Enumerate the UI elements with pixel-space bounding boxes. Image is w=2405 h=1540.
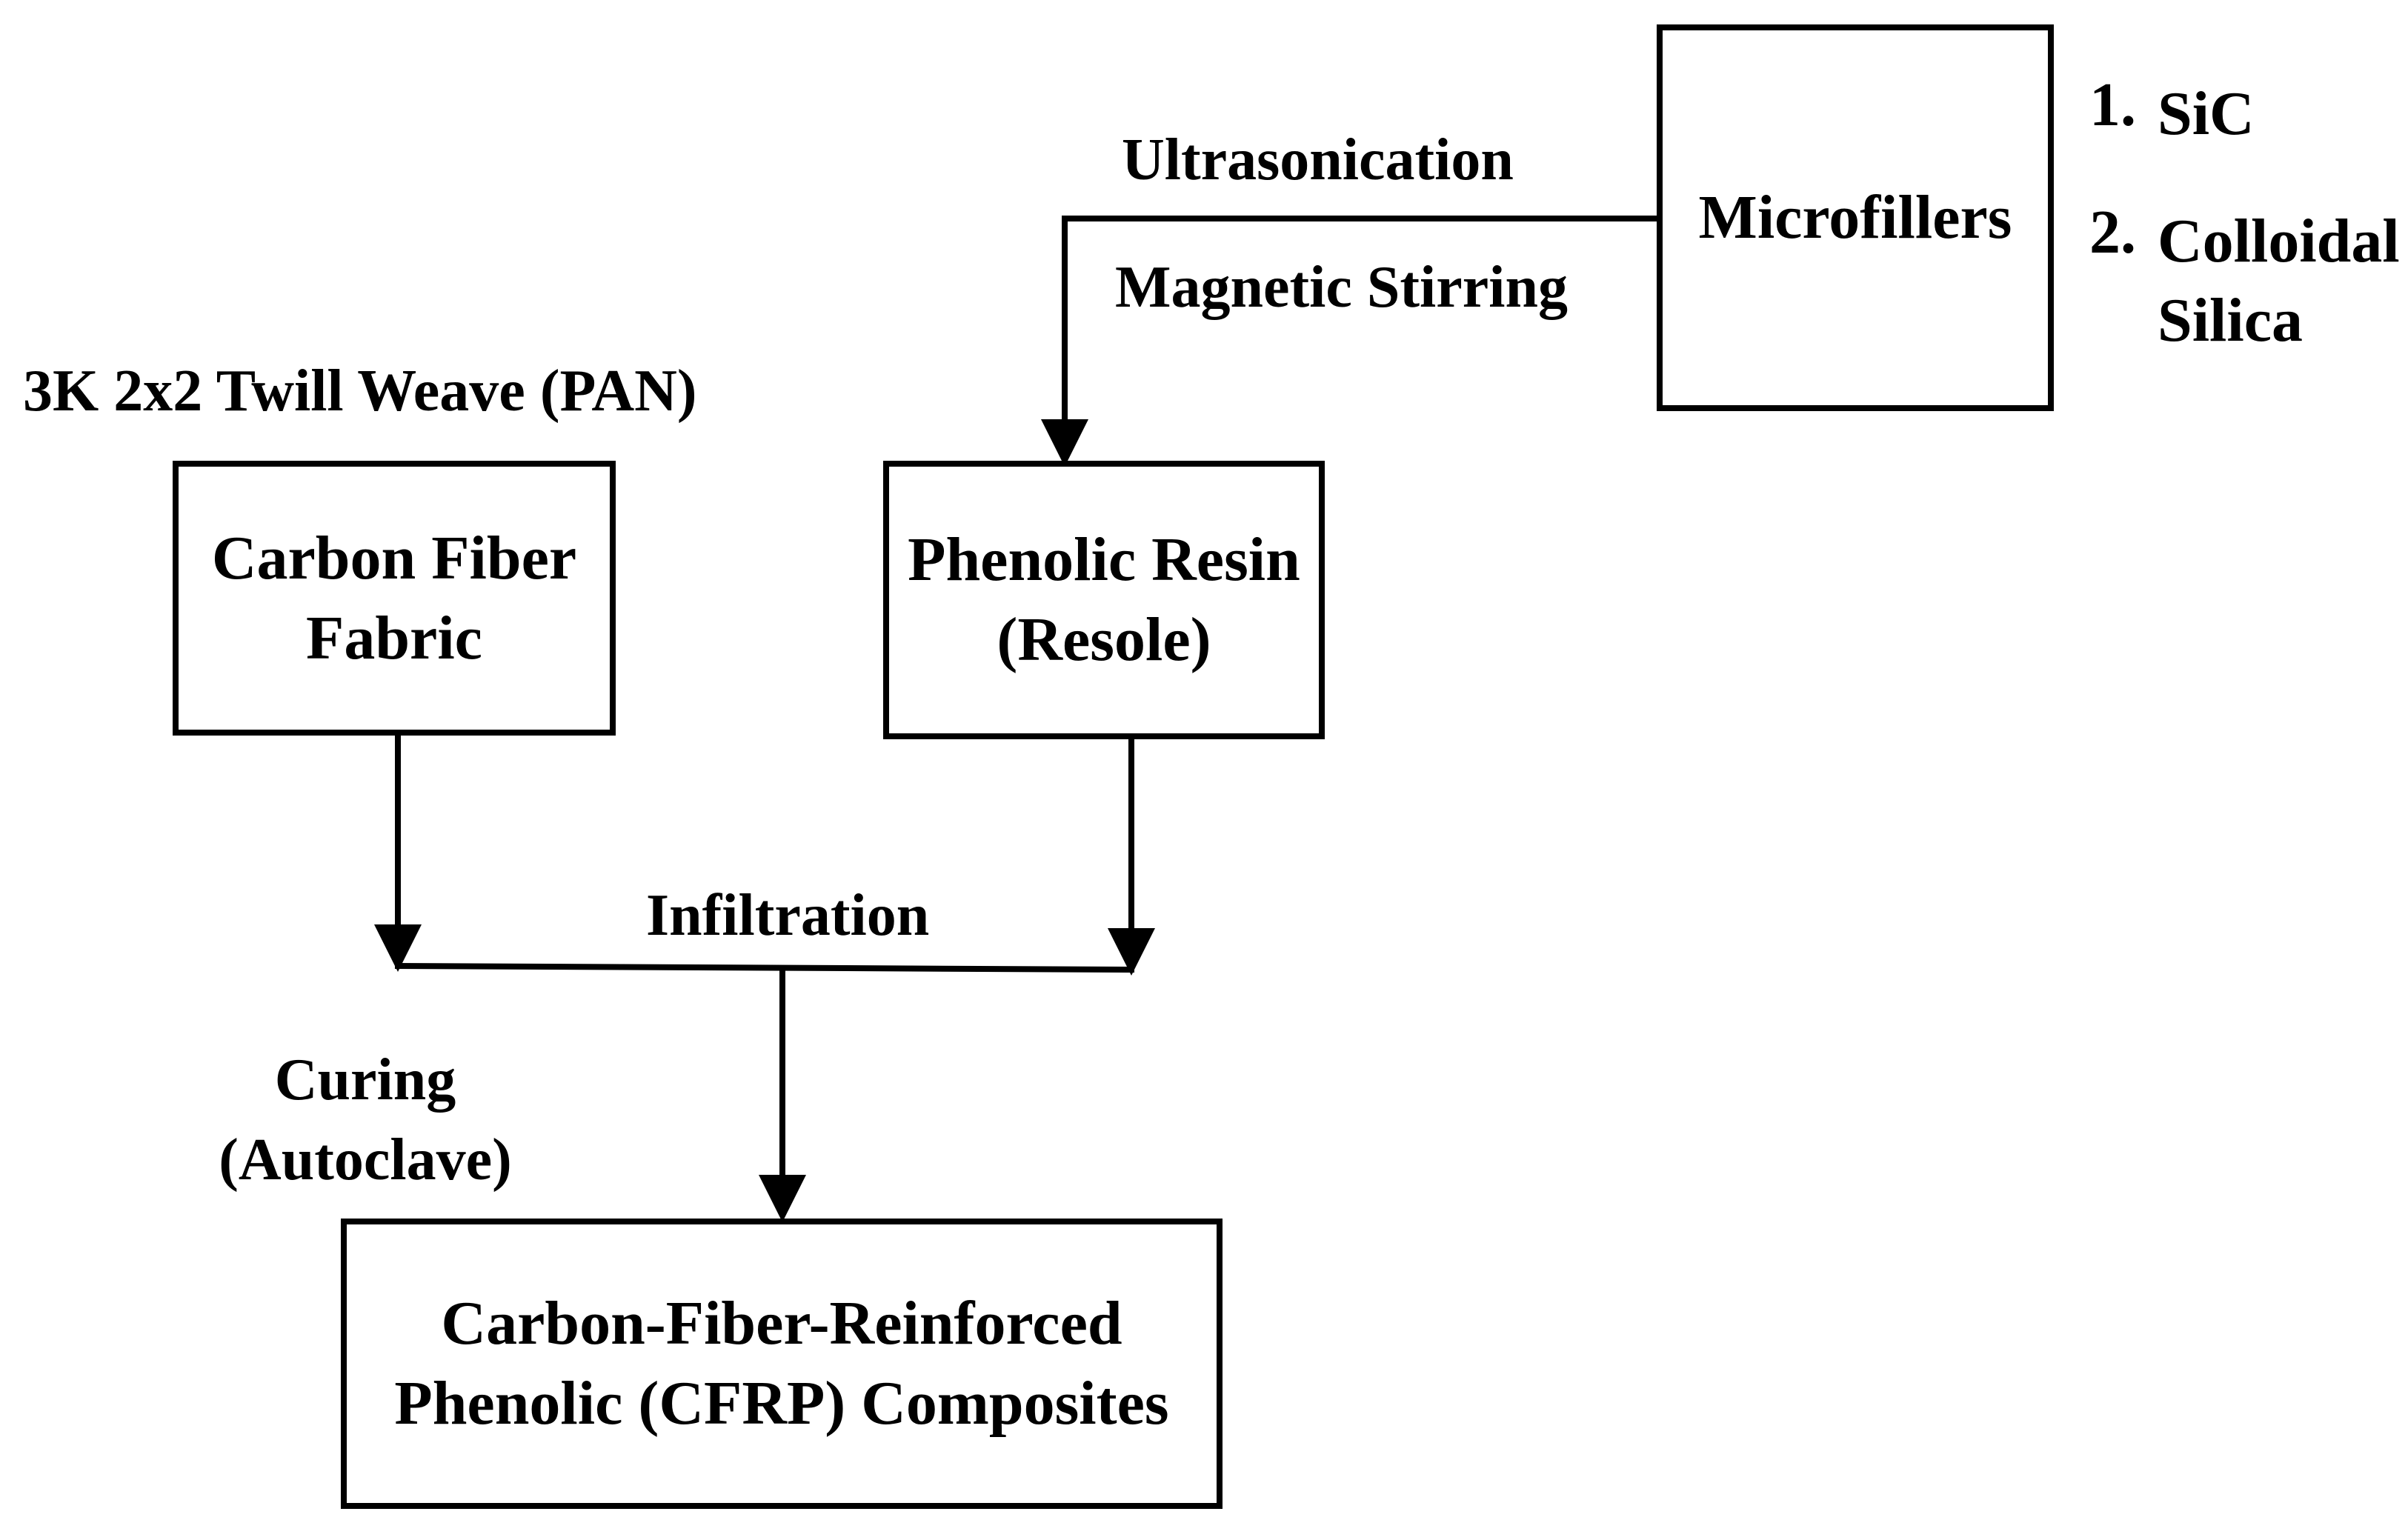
list-number: 2. [2089, 197, 2136, 267]
ultrasonication-label: Ultrasonication [1122, 127, 1514, 193]
phenolic-resin-line-1: Phenolic Resin [908, 525, 1300, 595]
infiltration-join-line [394, 963, 1135, 973]
list-number: 1. [2089, 70, 2136, 139]
carbon-fiber-fabric-line-1: Carbon Fiber [211, 523, 577, 593]
curing-label-line-1: Curing [274, 1047, 456, 1113]
microfillers-box: Microfillers [1657, 24, 2054, 411]
magnetic-stirring-label: Magnetic Stirring [1115, 255, 1568, 320]
microfiller-list-item: 1. SiC [2089, 74, 2400, 154]
carbon-fiber-fabric-line-2: Fabric [306, 603, 482, 673]
list-text: SiC [2158, 79, 2255, 148]
phenolic-resin-line-2: (Resole) [997, 605, 1211, 674]
cfrp-line-1: Carbon-Fiber-Reinforced [441, 1289, 1122, 1359]
infiltration-label: Infiltration [646, 883, 930, 948]
microfiller-list-item: 2. Colloidal Silica [2089, 201, 2400, 361]
curing-label: Curing (Autoclave) [219, 1040, 511, 1200]
cfrp-composites-box: Carbon-Fiber-Reinforced Phenolic (CFRP) … [341, 1219, 1223, 1509]
cfrp-line-2: Phenolic (CFRP) Composites [394, 1369, 1169, 1438]
curing-label-line-2: (Autoclave) [219, 1127, 512, 1193]
list-text: Colloidal [2158, 206, 2400, 276]
fiber-spec-label: 3K 2x2 Twill Weave (PAN) [23, 359, 697, 424]
microfillers-label: Microfillers [1698, 183, 2012, 253]
microfillers-to-resin-connector [1041, 216, 1657, 467]
list-text: Silica [2158, 286, 2303, 356]
phenolic-resin-box: Phenolic Resin (Resole) [883, 461, 1325, 739]
carbon-fiber-fabric-box: Carbon Fiber Fabric [173, 461, 616, 736]
microfiller-list: 1. SiC 2. Colloidal Silica [2089, 74, 2400, 361]
